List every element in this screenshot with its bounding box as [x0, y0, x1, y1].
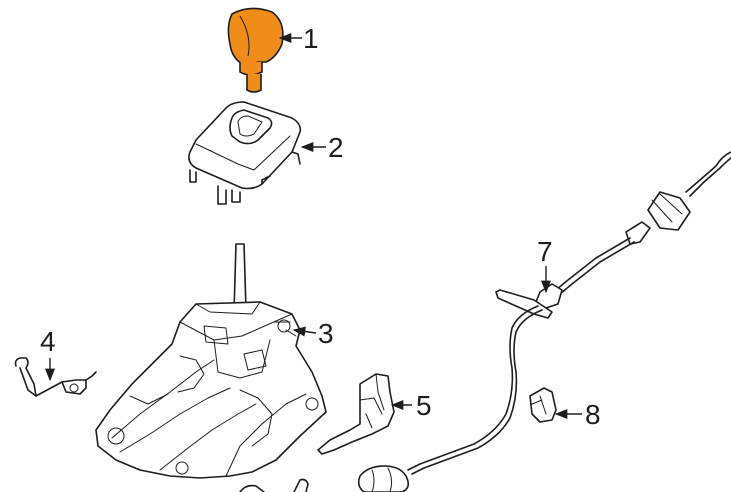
callout-1: 1: [303, 23, 319, 54]
mounting-bracket-part[interactable]: [317, 373, 395, 455]
shift-cable-part[interactable]: [357, 151, 731, 492]
shift-indicator-bezel-part[interactable]: [188, 101, 302, 205]
callout-8: 8: [585, 399, 601, 430]
detent-spring-part[interactable]: [14, 357, 97, 397]
shift-knob-part[interactable]: [227, 7, 284, 93]
callout-labels: 1 2 3 4 5 7 8: [40, 23, 601, 430]
partial-part-bottom: [239, 478, 309, 492]
callout-4: 4: [40, 326, 56, 357]
cable-clip-part[interactable]: [529, 387, 557, 423]
callout-7: 7: [537, 236, 553, 267]
shifter-assembly-part[interactable]: [95, 243, 327, 479]
callout-leaders: [44, 32, 582, 420]
callout-5: 5: [416, 390, 432, 421]
callout-2: 2: [328, 132, 344, 163]
callout-3: 3: [318, 318, 334, 349]
